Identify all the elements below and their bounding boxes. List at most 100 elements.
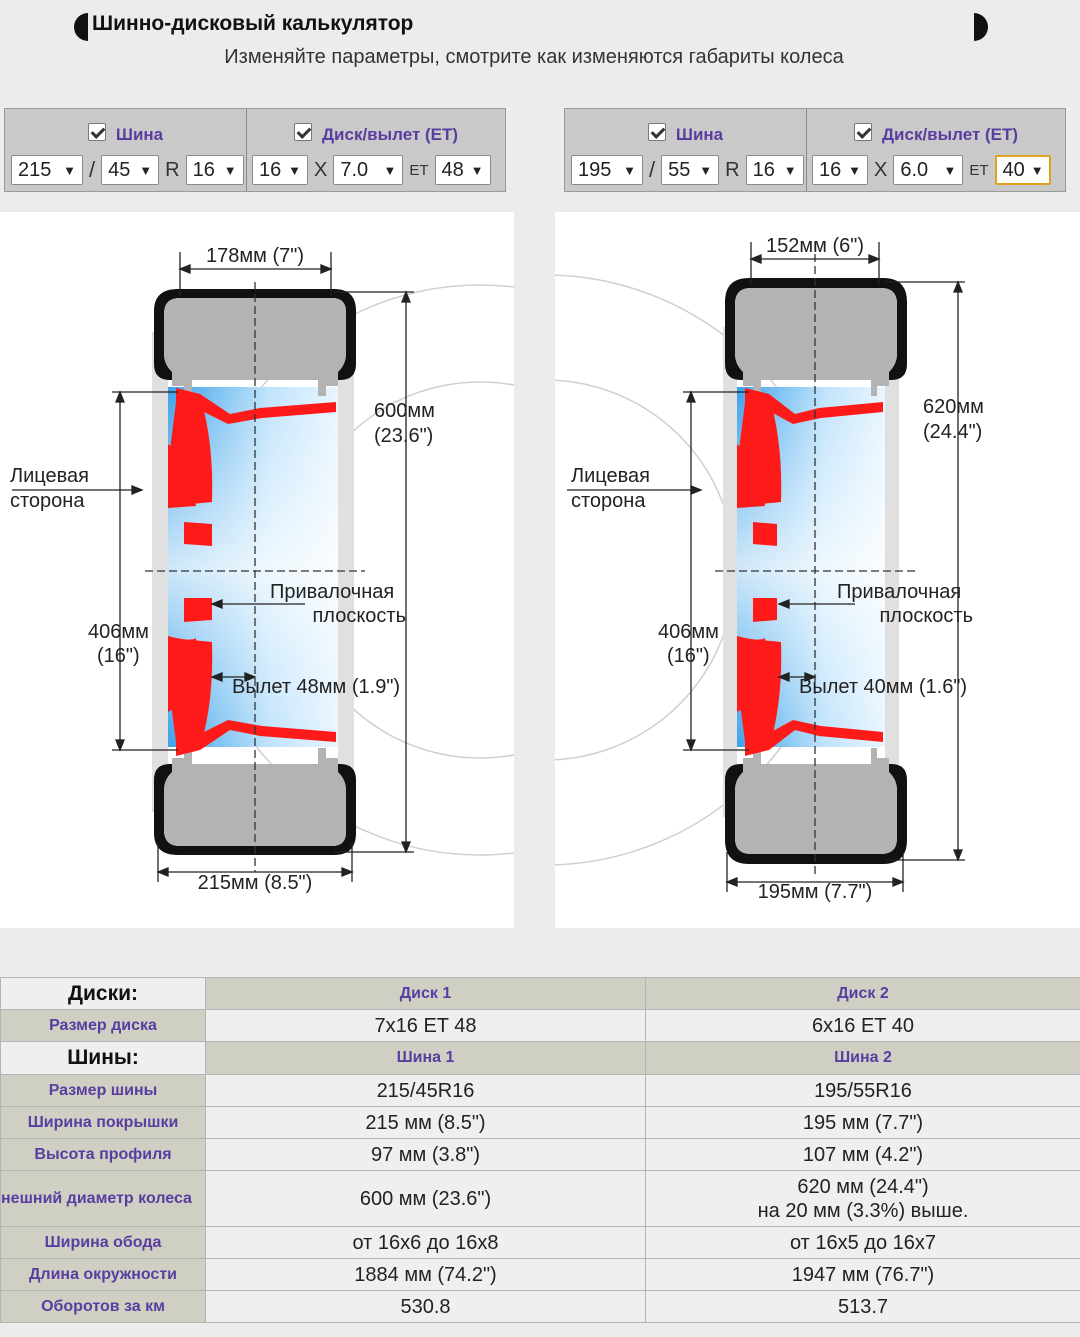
disk1-column-header: Диск 1 bbox=[205, 977, 646, 1010]
revolutions-2: 513.7 bbox=[645, 1290, 1080, 1323]
tire1-column-header: Шина 1 bbox=[205, 1041, 646, 1075]
rim-width-1: от 16x6 до 16x8 bbox=[205, 1226, 646, 1259]
overall-diameter-label: 620мм bbox=[923, 396, 984, 418]
wheel1-diagram: 178мм (7") 215мм (8.5") 600мм (23.6") Ли… bbox=[10, 245, 514, 894]
x-label: X bbox=[874, 158, 888, 181]
page-subtitle: Изменяйте параметры, смотрите как изменя… bbox=[224, 46, 844, 68]
profile-height-2: 107 мм (4.2") bbox=[645, 1138, 1080, 1171]
rim-width-label: Ширина обода bbox=[0, 1226, 206, 1259]
disk1-checkbox[interactable] bbox=[293, 123, 312, 141]
tire-width-2: 195 мм (7.7") bbox=[645, 1106, 1080, 1139]
table-row: Длина окружности 1884 мм (74.2") 1947 мм… bbox=[0, 1258, 1080, 1291]
x-label: X bbox=[314, 158, 328, 181]
tire-width-label: Ширина покрышки bbox=[0, 1106, 206, 1139]
table-row: нешний диаметр колеса 600 мм (23.6") 620… bbox=[0, 1170, 1080, 1227]
mounting-plane-label: Привалочная bbox=[270, 581, 394, 603]
face-side-label: Лицевая bbox=[571, 465, 650, 487]
wheel2-diagram-panel: 152мм (6") 195мм (7.7") 620мм (24.4") Ли… bbox=[555, 212, 1080, 928]
table-row: Оборотов за км 530.8 513.7 bbox=[0, 1290, 1080, 1323]
tire2-checkbox[interactable] bbox=[647, 123, 666, 141]
top-width-label: 178мм (7") bbox=[206, 245, 304, 267]
wheel2-diagram: 152мм (6") 195мм (7.7") 620мм (24.4") Ли… bbox=[555, 235, 984, 903]
face-side-label-2: сторона bbox=[571, 490, 646, 512]
face-side-label: Лицевая bbox=[10, 465, 89, 487]
tire2-diameter-select[interactable]: 16▼ bbox=[745, 155, 804, 185]
top-width-label: 152мм (6") bbox=[766, 235, 864, 257]
overall-diameter-label: 600мм bbox=[374, 400, 435, 422]
disk1-et-select[interactable]: 48▼ bbox=[434, 155, 491, 185]
tire2-width-select[interactable]: 195▼ bbox=[571, 155, 643, 185]
disk-size-1: 7x16 ET 48 bbox=[205, 1009, 646, 1042]
table-row: Ширина покрышки 215 мм (8.5") 195 мм (7.… bbox=[0, 1106, 1080, 1139]
disk1-diameter-select[interactable]: 16▼ bbox=[252, 155, 308, 185]
tire1-width-select[interactable]: 215▼ bbox=[11, 155, 83, 185]
tire2-label: Шина bbox=[675, 125, 724, 144]
tire-size-label: Размер шины bbox=[0, 1074, 206, 1107]
disk1-width-select[interactable]: 7.0▼ bbox=[333, 155, 404, 185]
disk1-label: Диск/вылет (ET) bbox=[321, 125, 459, 144]
tire2-profile-select[interactable]: 55▼ bbox=[661, 155, 720, 185]
outer-diameter-2-value: 620 мм (24.4") bbox=[797, 1175, 929, 1198]
revolutions-label: Оборотов за км bbox=[0, 1290, 206, 1323]
rim-diameter-inch-label: (16") bbox=[667, 645, 710, 667]
tire-width-1: 215 мм (8.5") bbox=[205, 1106, 646, 1139]
offset-label: Вылет 48мм (1.9") bbox=[232, 676, 400, 698]
r-label: R bbox=[725, 158, 740, 181]
tire2-column-header: Шина 2 bbox=[645, 1041, 1080, 1075]
tire1-profile-select[interactable]: 45▼ bbox=[101, 155, 160, 185]
table-row: Шины: Шина 1 Шина 2 bbox=[0, 1041, 1080, 1075]
disk-profile bbox=[737, 388, 883, 756]
tire1-checkbox[interactable] bbox=[87, 123, 106, 141]
table-row: Высота профиля 97 мм (3.8") 107 мм (4.2"… bbox=[0, 1138, 1080, 1171]
et-label: ET bbox=[409, 161, 429, 179]
disk2-diameter-select[interactable]: 16▼ bbox=[812, 155, 868, 185]
rim-width-2: от 16x5 до 16x7 bbox=[645, 1226, 1080, 1259]
tire1-diameter-select[interactable]: 16▼ bbox=[185, 155, 244, 185]
bottom-width-label: 195мм (7.7") bbox=[758, 881, 873, 903]
table-row: Размер диска 7x16 ET 48 6x16 ET 40 bbox=[0, 1009, 1080, 1042]
profile-height-1: 97 мм (3.8") bbox=[205, 1138, 646, 1171]
title-bracket-left-icon bbox=[74, 13, 88, 41]
tire-top-section bbox=[725, 278, 907, 396]
outer-diameter-label: нешний диаметр колеса bbox=[0, 1170, 206, 1227]
tire-size-1: 215/45R16 bbox=[205, 1074, 646, 1107]
disk-size-label: Размер диска bbox=[0, 1009, 206, 1042]
disk2-et-select[interactable]: 40▼ bbox=[994, 155, 1051, 185]
disk-profile bbox=[168, 388, 336, 756]
outer-diameter-2: 620 мм (24.4") на 20 мм (3.3%) выше. bbox=[645, 1170, 1080, 1227]
revolutions-1: 530.8 bbox=[205, 1290, 646, 1323]
title-bracket-right-icon bbox=[974, 13, 988, 41]
outer-diameter-2-diff: на 20 мм (3.3%) выше. bbox=[757, 1199, 969, 1222]
dimension-lines bbox=[12, 252, 414, 882]
mounting-plane-label-2: плоскость bbox=[879, 605, 973, 627]
tire2-section: Шина 195▼ / 55▼ R 16▼ bbox=[565, 109, 807, 191]
tire-bottom-section bbox=[725, 748, 907, 864]
page-title: Шинно-дисковый калькулятор bbox=[92, 12, 414, 35]
dimension-lines bbox=[567, 242, 965, 892]
disk2-width-select[interactable]: 6.0▼ bbox=[893, 155, 964, 185]
tire-bottom-section bbox=[154, 748, 356, 855]
wheel1-diagram-panel: 178мм (7") 215мм (8.5") 600мм (23.6") Ли… bbox=[0, 212, 514, 928]
disk2-checkbox[interactable] bbox=[853, 123, 872, 141]
profile-height-label: Высота профиля bbox=[0, 1138, 206, 1171]
rim-diameter-label: 406мм bbox=[658, 621, 719, 643]
face-side-label-2: сторона bbox=[10, 490, 85, 512]
bottom-width-label: 215мм (8.5") bbox=[198, 872, 313, 894]
table-row: Ширина обода от 16x6 до 16x8 от 16x5 до … bbox=[0, 1226, 1080, 1259]
rim-diameter-inch-label: (16") bbox=[97, 645, 140, 667]
circumference-1: 1884 мм (74.2") bbox=[205, 1258, 646, 1291]
r-label: R bbox=[165, 158, 180, 181]
slash-separator: / bbox=[649, 157, 656, 182]
et-label: ET bbox=[969, 161, 989, 179]
circumference-2: 1947 мм (76.7") bbox=[645, 1258, 1080, 1291]
table-row: Размер шины 215/45R16 195/55R16 bbox=[0, 1074, 1080, 1107]
disk-size-2: 6x16 ET 40 bbox=[645, 1009, 1080, 1042]
slash-separator: / bbox=[89, 157, 96, 182]
results-table: Диски: Диск 1 Диск 2 Размер диска 7x16 E… bbox=[0, 977, 1080, 1323]
rim-silhouette-arc bbox=[555, 379, 736, 761]
disk2-label: Диск/вылет (ET) bbox=[881, 125, 1019, 144]
mounting-plane-label: Привалочная bbox=[837, 581, 961, 603]
disks-group-label: Диски: bbox=[0, 977, 206, 1010]
overall-diameter-inch-label: (23.6") bbox=[374, 425, 433, 447]
tire1-label: Шина bbox=[115, 125, 164, 144]
